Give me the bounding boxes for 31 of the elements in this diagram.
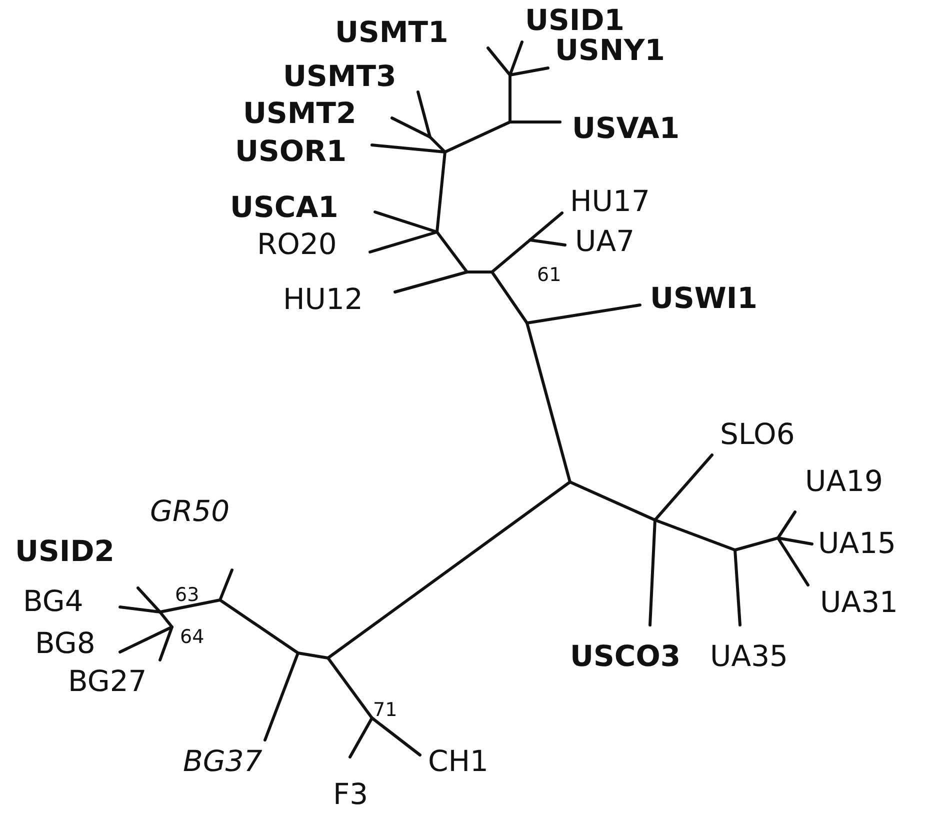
taxon-label: USWI1 <box>650 284 758 313</box>
taxon-label: UA7 <box>575 227 635 256</box>
taxon-label: USID1 <box>525 6 624 35</box>
taxon-label: HU17 <box>570 187 650 216</box>
taxon-label: UA15 <box>818 529 896 558</box>
taxon-label: USCA1 <box>230 193 338 222</box>
taxon-label: BG4 <box>23 587 84 616</box>
taxon-label: BG27 <box>68 667 147 696</box>
taxon-label: F3 <box>333 780 368 809</box>
taxon-label: BG8 <box>35 629 96 658</box>
taxon-label: USVA1 <box>572 114 680 143</box>
taxon-label: USCO3 <box>570 642 681 671</box>
taxon-label: SLO6 <box>720 420 795 449</box>
taxon-label: USMT2 <box>243 99 356 128</box>
taxon-label: USID2 <box>15 537 114 566</box>
taxon-label: USNY1 <box>555 36 665 65</box>
taxon-label: USMT1 <box>335 18 448 47</box>
taxon-label: RO20 <box>257 230 337 259</box>
taxon-label: GR50 <box>150 497 230 526</box>
taxon-label: UA35 <box>710 642 788 671</box>
taxon-label: HU12 <box>283 285 363 314</box>
bootstrap-value: 63 <box>175 586 200 605</box>
bootstrap-value: 64 <box>180 628 204 647</box>
taxon-label: UA31 <box>820 588 898 617</box>
taxon-label: USOR1 <box>235 137 347 166</box>
taxon-label: CH1 <box>428 747 489 776</box>
bootstrap-value: 61 <box>537 266 562 285</box>
bootstrap-value: 71 <box>373 701 398 720</box>
taxon-label: BG37 <box>183 747 262 776</box>
taxon-label: USMT3 <box>283 62 396 91</box>
taxon-label: UA19 <box>805 467 883 496</box>
